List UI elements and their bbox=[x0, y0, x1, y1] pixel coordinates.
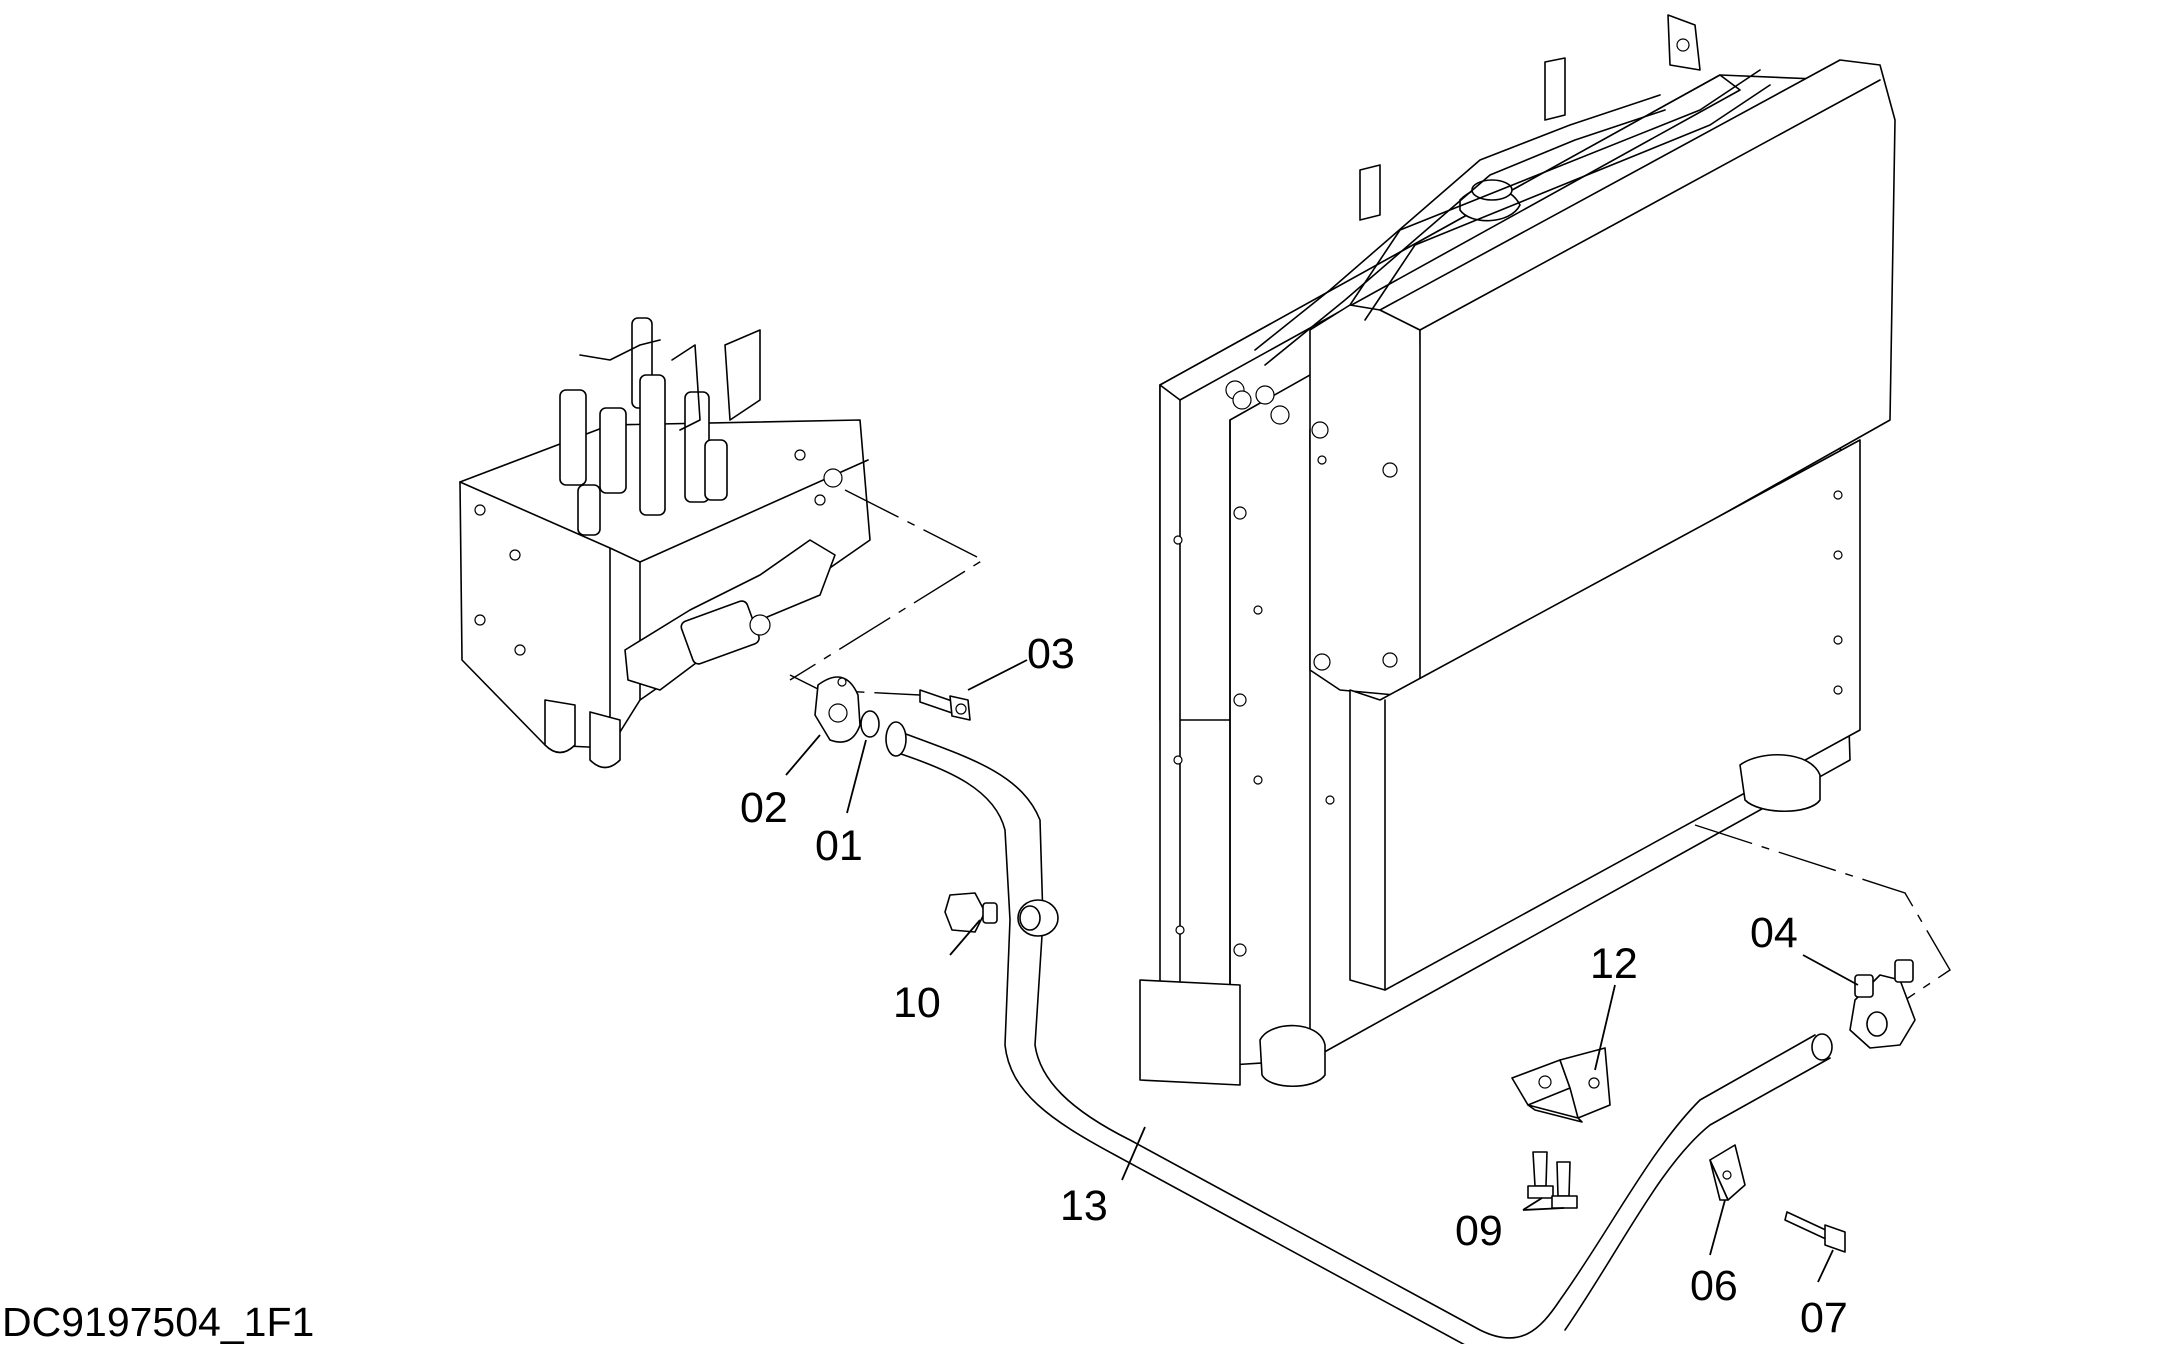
bolts-09 bbox=[1527, 1151, 1578, 1209]
control-valve bbox=[459, 317, 871, 769]
callout-10: 10 bbox=[893, 979, 941, 1027]
callout-09: 09 bbox=[1455, 1207, 1503, 1255]
alignment-line-valve bbox=[789, 489, 985, 681]
callout-07: 07 bbox=[1800, 1294, 1848, 1342]
plug-10 bbox=[944, 892, 998, 933]
callout-13: 13 bbox=[1060, 1182, 1108, 1230]
callout-01: 01 bbox=[815, 822, 863, 870]
valve-spools bbox=[559, 317, 761, 536]
callout-12: 12 bbox=[1590, 940, 1638, 988]
bracket-12 bbox=[1511, 1047, 1611, 1123]
callout-02: 02 bbox=[740, 784, 788, 832]
alignment-line-cooler bbox=[1694, 824, 1951, 1031]
callout-04: 04 bbox=[1750, 909, 1798, 957]
callout-03: 03 bbox=[1027, 630, 1075, 678]
callout-06: 06 bbox=[1690, 1262, 1738, 1310]
clamp-06 bbox=[1709, 1144, 1746, 1201]
hose-13 bbox=[885, 721, 1833, 1344]
bolt-07 bbox=[1784, 1211, 1846, 1253]
bolt-03 bbox=[919, 689, 971, 721]
clamp-04 bbox=[1849, 959, 1916, 1049]
o-ring-01 bbox=[860, 710, 880, 738]
leader-lines bbox=[785, 659, 1859, 1283]
drawing-id: DC9197504_1F1 bbox=[2, 1299, 315, 1345]
callout-labels: 03 02 01 10 04 12 13 09 06 07 bbox=[740, 630, 1848, 1342]
split-flange-02 bbox=[814, 676, 861, 743]
